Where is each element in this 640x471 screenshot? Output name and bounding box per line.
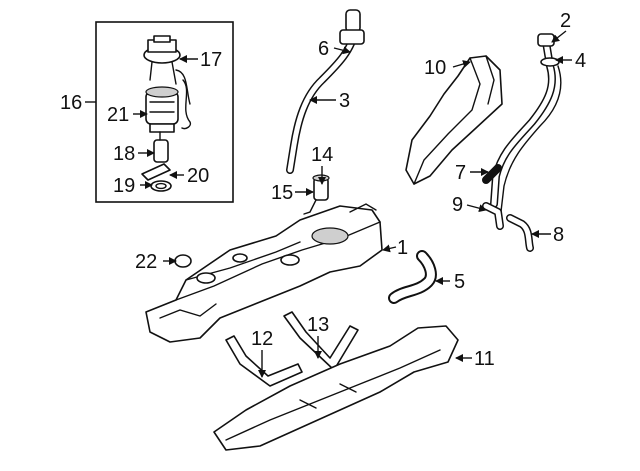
callout-6: 6	[318, 38, 329, 60]
filler-hose-drawing	[388, 250, 437, 304]
callout-18: 18	[113, 143, 135, 165]
callout-12: 12	[251, 328, 273, 350]
callout-2: 2	[560, 10, 571, 32]
callout-5: 5	[454, 271, 465, 293]
tank-straps-drawing	[225, 311, 359, 387]
callout-leaders	[85, 30, 572, 378]
sender-unit-drawing	[303, 174, 330, 215]
callout-17: 17	[200, 49, 222, 71]
skid-plate-drawing	[213, 325, 459, 451]
heat-shield-drawing	[405, 55, 503, 185]
fuel-tank-drawing	[145, 203, 383, 343]
callout-16: 16	[60, 92, 82, 114]
callout-3: 3	[339, 90, 350, 112]
fuel-pump-module-drawing	[141, 35, 192, 192]
callout-15: 15	[271, 182, 293, 204]
callout-7: 7	[455, 162, 466, 184]
callout-4: 4	[575, 50, 586, 72]
vent-tube-drawing	[482, 33, 562, 230]
callout-10: 10	[424, 57, 446, 79]
callout-13: 13	[307, 314, 329, 336]
grommet-drawing	[174, 254, 192, 268]
callout-21: 21	[107, 104, 129, 126]
callout-9: 9	[452, 194, 463, 216]
callout-8: 8	[553, 224, 564, 246]
callout-19: 19	[113, 175, 135, 197]
callout-14: 14	[311, 144, 333, 166]
callout-22: 22	[135, 251, 157, 273]
callout-1: 1	[397, 237, 408, 259]
callout-11: 11	[474, 348, 495, 370]
callout-20: 20	[187, 165, 209, 187]
